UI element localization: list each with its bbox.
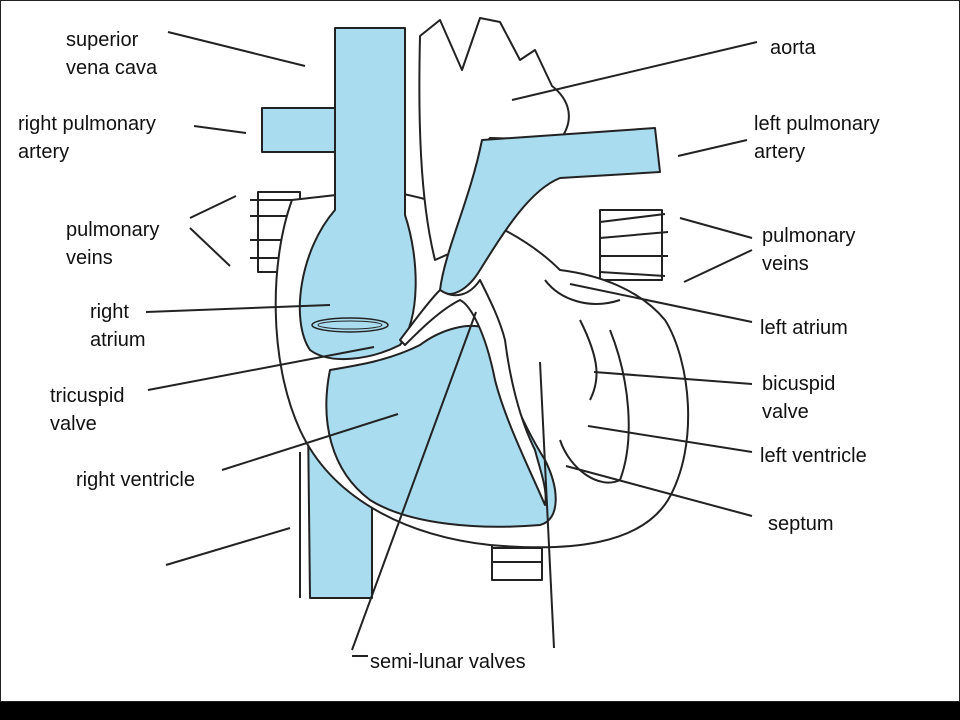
bicuspid-valve xyxy=(579,319,598,401)
leader-aorta xyxy=(511,41,758,101)
superior-vena-cava-right-atrium xyxy=(298,27,417,361)
label-semi-lunar-valves: semi-lunar valves xyxy=(370,651,526,673)
leader-septum xyxy=(565,465,753,517)
leader-left-ventricle xyxy=(587,425,753,453)
leader-tricuspid-valve xyxy=(147,346,375,391)
label-tricuspid-valve: tricuspid valve xyxy=(50,385,125,435)
leader-pulmonary-veins-left-b xyxy=(189,227,231,267)
leader-semi-lunar-a xyxy=(351,311,477,651)
leader-semi-lunar-b xyxy=(539,361,555,649)
left-ventricle-inner xyxy=(559,329,630,484)
label-septum: septum xyxy=(768,513,834,535)
label-aorta: aorta xyxy=(770,37,816,59)
label-right-atrium: right atrium xyxy=(90,301,146,351)
leader-left-pulmonary-artery xyxy=(677,139,748,157)
leader-left-atrium xyxy=(569,283,753,323)
leader-right-atrium xyxy=(145,304,331,313)
bottom-bar xyxy=(0,702,960,720)
label-superior-vena-cava: superior vena cava xyxy=(66,29,158,79)
tricuspid-valve-ring xyxy=(311,317,389,333)
label-bicuspid-valve: bicuspid valve xyxy=(762,373,836,423)
leader-pulmonary-veins-right-a xyxy=(679,217,753,239)
label-left-pulmonary-artery: left pulmonary artery xyxy=(754,113,880,163)
leader-unlabeled xyxy=(165,527,291,566)
leader-superior-vena-cava xyxy=(167,31,306,67)
leader-right-ventricle xyxy=(221,413,399,471)
leader-pulmonary-veins-right-b xyxy=(683,249,753,283)
pulmonary-trunk xyxy=(439,127,661,295)
leader-pulmonary-veins-left-a xyxy=(189,195,237,219)
label-right-pulmonary-artery: right pulmonary artery xyxy=(18,113,156,163)
label-right-ventricle: right ventricle xyxy=(76,469,195,491)
septum-wall xyxy=(399,279,547,506)
leader-bicuspid-valve xyxy=(593,371,753,385)
label-left-ventricle: left ventricle xyxy=(760,445,867,467)
label-pulmonary-veins-right: pulmonary veins xyxy=(762,225,856,275)
label-pulmonary-veins-left: pulmonary veins xyxy=(66,219,160,269)
label-left-atrium: left atrium xyxy=(760,317,848,339)
leader-right-pulmonary-artery xyxy=(193,125,247,134)
